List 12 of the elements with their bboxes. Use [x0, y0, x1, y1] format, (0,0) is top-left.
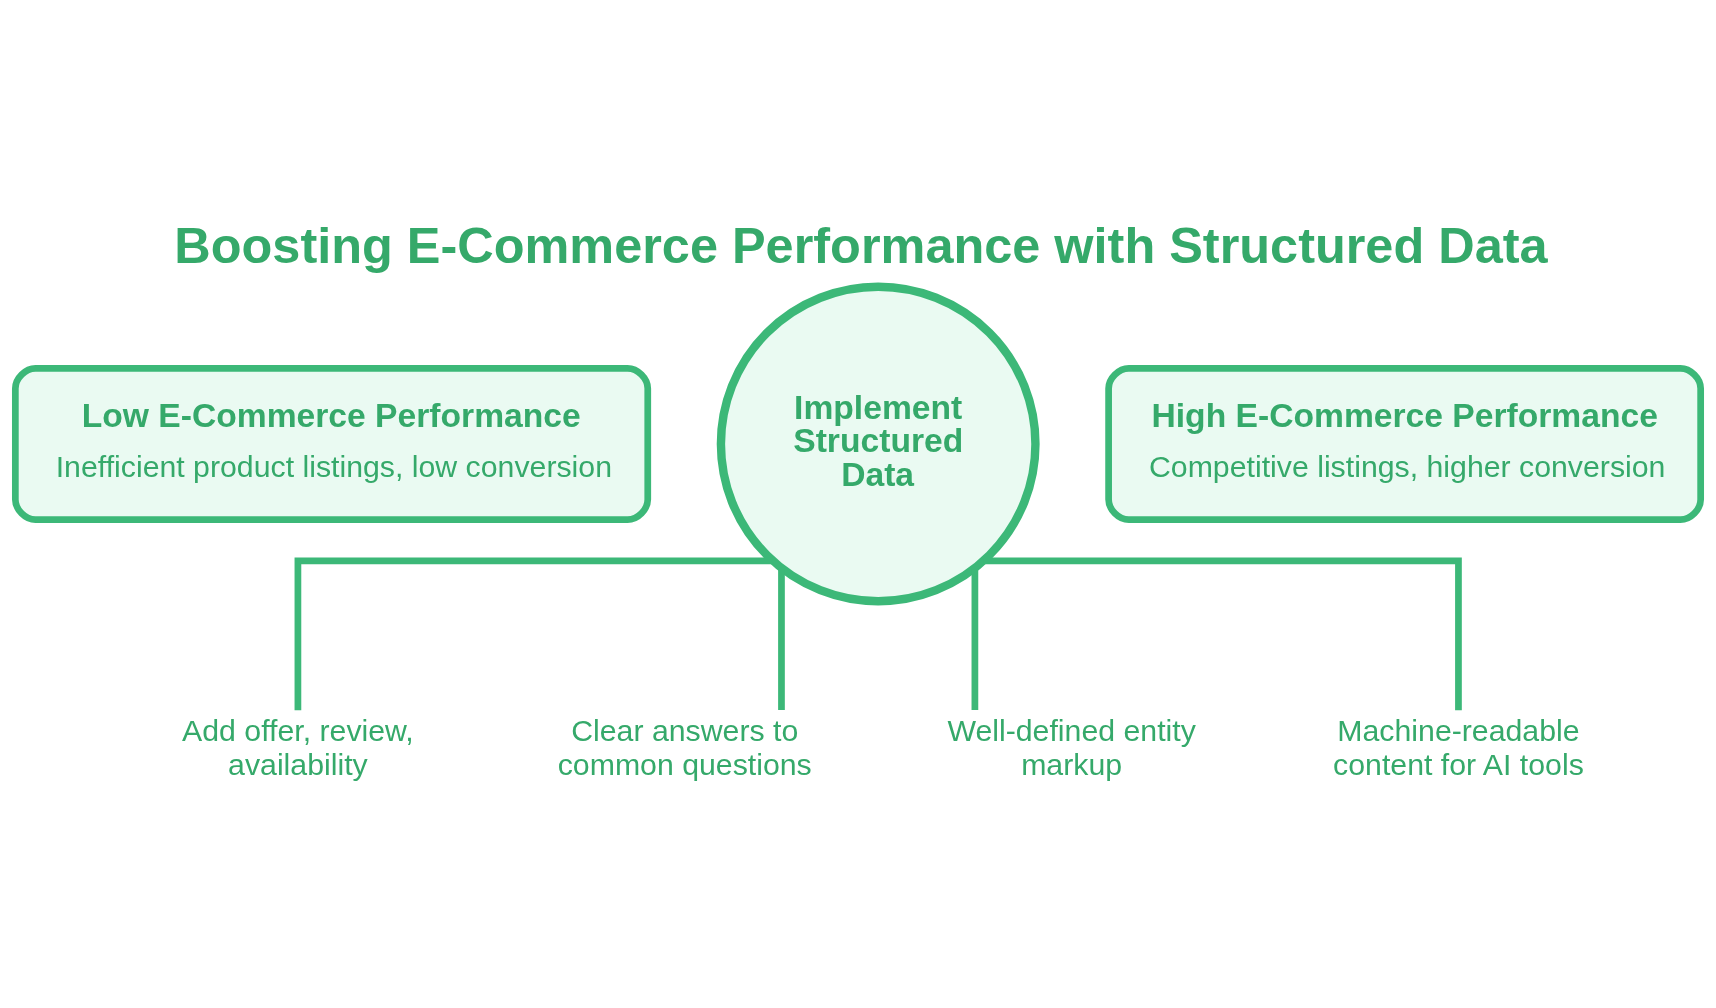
connector — [971, 567, 979, 710]
connector — [983, 557, 1462, 710]
node-text: Machine-readable content for AI tools — [1333, 713, 1584, 781]
node-box: High E-Commerce Performance Competitive listings, higher conversion — [1105, 364, 1705, 523]
node-text: Clear answers to common questions — [557, 713, 812, 781]
node-text: Add offer, review, availability — [182, 713, 414, 781]
node-circle: Implement Structured Data — [716, 282, 1040, 605]
node-box: Low E-Commerce Performance Inefficient product listings, low conversion — [11, 364, 652, 523]
node-text: Well-defined entity markup — [947, 713, 1196, 781]
connector — [778, 567, 785, 710]
connector — [294, 557, 773, 710]
diagram-title: Boosting E-Commerce Performance with Structured Data — [174, 216, 1548, 274]
